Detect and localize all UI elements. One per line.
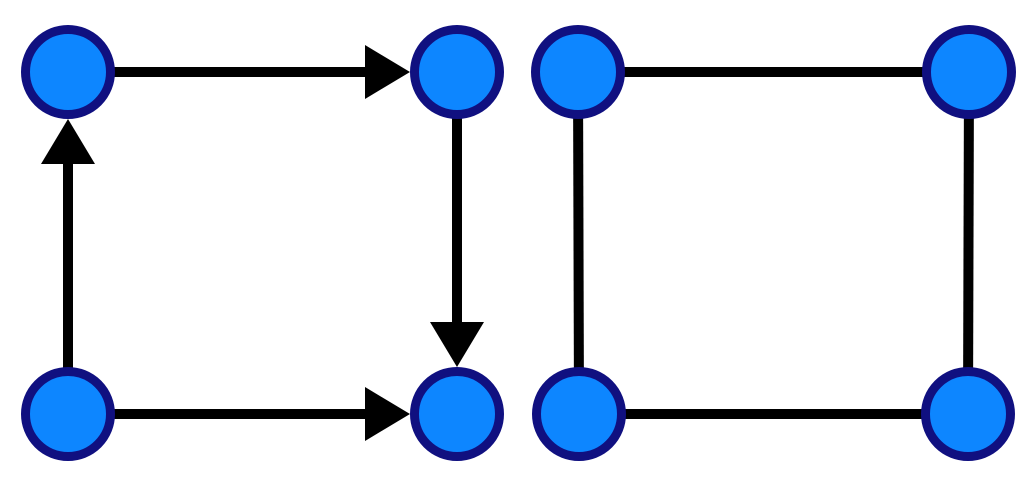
graph-node-top-right xyxy=(410,25,504,119)
graph-node-top-left xyxy=(531,25,625,119)
graph-node-bottom-left xyxy=(532,367,626,461)
graph-node-top-left xyxy=(21,25,115,119)
arrowhead-top-right-to-bottom-right xyxy=(430,322,484,367)
graph-node-bottom-right xyxy=(921,367,1015,461)
graph-node-bottom-right xyxy=(410,367,504,461)
graph-node-top-right xyxy=(922,25,1016,119)
arrowhead-top-left-to-top-right xyxy=(365,45,410,99)
graph-node-bottom-left xyxy=(21,367,115,461)
undirected-square-graph xyxy=(531,25,1016,461)
directed-square-graph xyxy=(21,25,504,461)
arrowhead-bottom-left-to-top-left xyxy=(41,119,95,164)
graph-edge-top-right-to-bottom-right xyxy=(963,71,974,415)
arrowhead-bottom-left-to-bottom-right xyxy=(365,387,410,441)
graph-edge-top-left-to-bottom-left xyxy=(573,71,584,415)
